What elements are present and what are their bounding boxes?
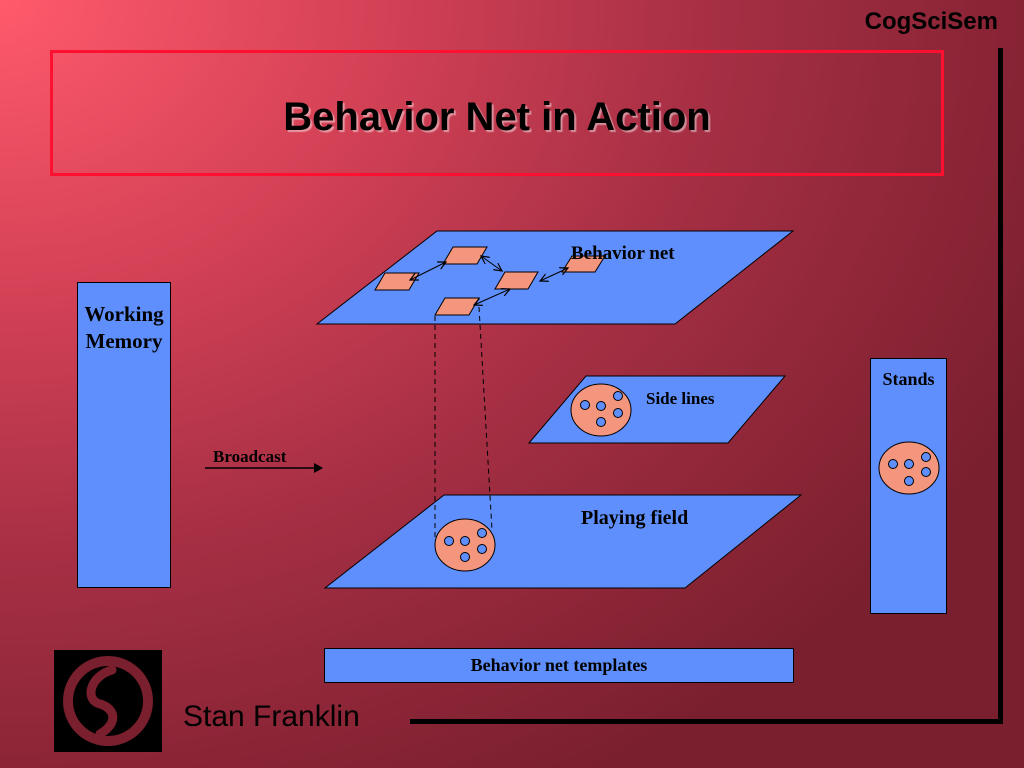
side-lines-cluster <box>570 383 632 437</box>
playing-field-plane <box>323 494 803 589</box>
playing-field-cluster <box>434 518 496 572</box>
behavior-node <box>374 272 420 291</box>
playing-field-label: Playing field <box>581 507 689 529</box>
side-lines-plane <box>527 375 787 444</box>
behavior-node <box>494 271 539 290</box>
behavior-net-label: Behavior net <box>571 243 675 264</box>
behavior-link <box>540 268 568 281</box>
behavior-node <box>434 297 480 316</box>
templates-box: Behavior net templates <box>324 648 794 683</box>
behavior-node <box>561 255 606 273</box>
behavior-link <box>474 289 510 305</box>
frame-vertical-line <box>998 48 1003 724</box>
working-memory-label: Working Memory <box>84 302 164 353</box>
stands-label: Stands <box>882 369 935 389</box>
author-name: Stan Franklin <box>183 700 360 733</box>
title-box: Behavior Net in Action <box>50 50 944 176</box>
behavior-link <box>481 256 502 271</box>
logo-icon <box>63 656 153 746</box>
frame-horizontal-line <box>410 719 1003 724</box>
behavior-node <box>442 246 488 265</box>
stands-cluster <box>878 441 940 495</box>
behavior-link <box>410 262 446 280</box>
side-lines-label: Side lines <box>646 389 715 408</box>
slide-title: Behavior Net in Action <box>283 95 711 139</box>
templates-label: Behavior net templates <box>470 655 648 675</box>
logo <box>54 650 162 752</box>
org-label: CogSciSem <box>864 8 998 35</box>
broadcast-label: Broadcast <box>213 447 287 466</box>
projection-line <box>478 306 493 531</box>
working-memory-box: Working Memory <box>77 282 171 588</box>
